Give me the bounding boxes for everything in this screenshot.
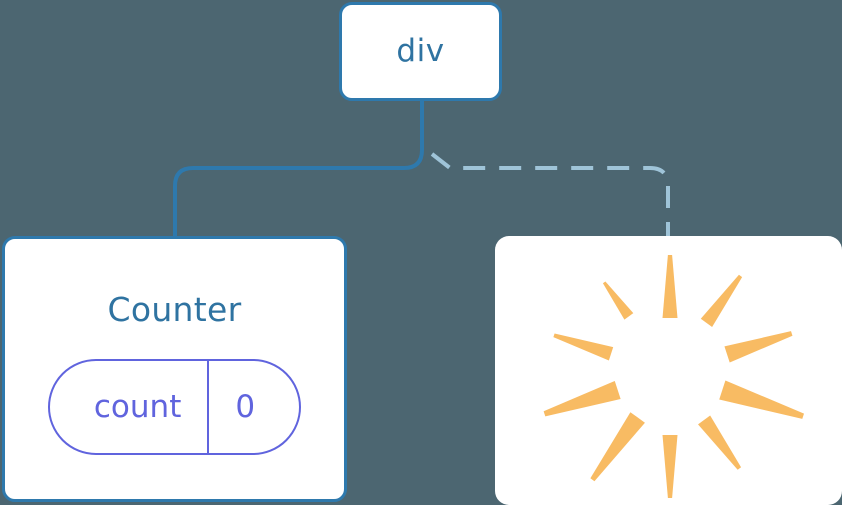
state-value: 0 — [235, 388, 256, 425]
state-key: count — [93, 388, 182, 425]
spinner-spike-9 — [552, 332, 613, 360]
spinner-spike-6 — [662, 434, 677, 498]
node-counter[interactable]: Counter count 0 — [2, 236, 347, 502]
edge-div-to-counter — [173, 101, 424, 238]
spinner-spike-7 — [589, 411, 645, 481]
loading-spinner-icon — [530, 248, 810, 498]
spinner-spike-2 — [700, 274, 742, 327]
spinner-spike-4 — [718, 379, 804, 419]
edge-div-to-spinner — [430, 152, 670, 238]
node-spinner[interactable] — [495, 236, 842, 505]
spinner-spike-5 — [697, 415, 741, 470]
spinner-spike-1 — [662, 254, 677, 318]
spinner-spike-3 — [723, 330, 792, 363]
loading-spinner-svg — [543, 254, 804, 498]
state-pill-count[interactable]: count 0 — [47, 359, 302, 455]
node-div-label: div — [396, 33, 445, 69]
spinner-spike-8 — [543, 380, 621, 416]
node-div[interactable]: div — [339, 2, 502, 101]
node-counter-label: Counter — [107, 290, 242, 329]
state-pill-divider — [207, 361, 210, 453]
spinner-spike-10 — [602, 280, 633, 320]
